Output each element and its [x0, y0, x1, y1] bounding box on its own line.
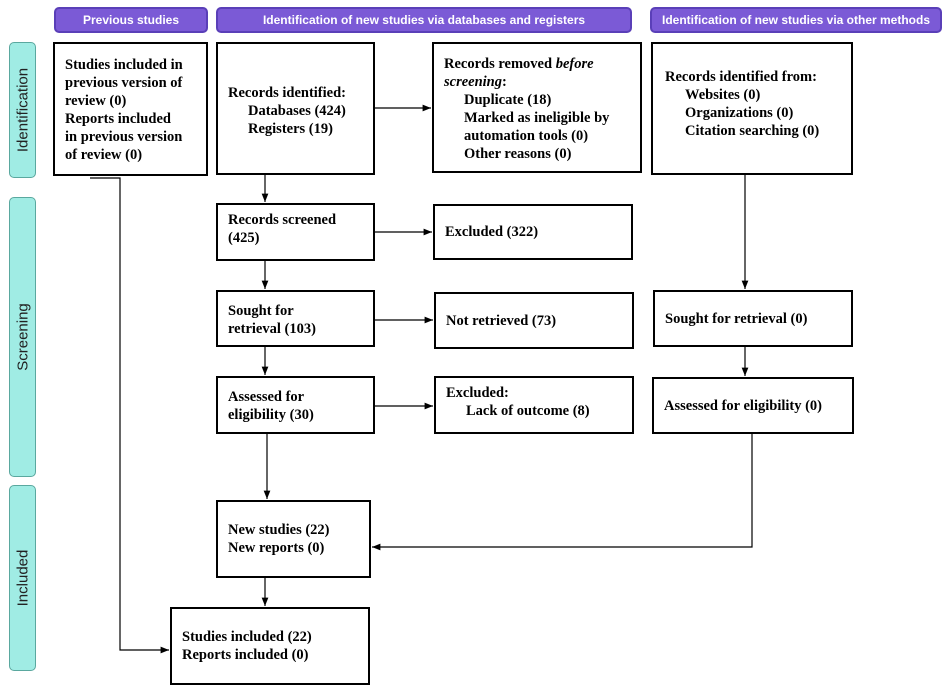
phase-identification: Identification	[9, 42, 36, 178]
box-sought-retrieval-other: Sought for retrieval (0)	[653, 290, 853, 347]
box-excluded-reasons: Excluded: Lack of outcome (8)	[434, 376, 634, 434]
records-removed-title-text: Records removed	[444, 56, 553, 72]
excluded-text: Excluded (322)	[445, 224, 539, 240]
assessed-line-2: eligibility (30)	[228, 407, 314, 423]
sought-line-2: retrieval (103)	[228, 321, 316, 337]
records-removed-title: Records removed before screening:	[444, 55, 630, 91]
phase-screening: Screening	[9, 197, 36, 477]
records-removed-duplicate: Duplicate (18)	[464, 92, 552, 108]
box-records-identified: Records identified: Databases (424) Regi…	[216, 42, 375, 175]
box-records-screened: Records screened (425)	[216, 203, 375, 261]
sought-other-text: Sought for retrieval (0)	[665, 310, 808, 327]
excluded-reason-title: Excluded:	[446, 385, 509, 401]
arrow-assessed-other-to-new	[372, 434, 753, 551]
other-identified-citation: Citation searching (0)	[685, 123, 820, 139]
records-identified-registers: Registers (19)	[248, 121, 333, 137]
assessed-other-text: Assessed for eligibility (0)	[664, 397, 823, 414]
previous-line-6: of review (0)	[65, 147, 143, 163]
records-identified-databases: Databases (424)	[248, 103, 346, 119]
box-total-included: Studies included (22) Reports included (…	[170, 607, 370, 685]
previous-line-4: Reports included	[65, 111, 171, 127]
box-sought-retrieval: Sought for retrieval (103)	[216, 290, 375, 347]
records-removed-marked-2: automation tools (0)	[464, 128, 589, 144]
sought-line-1: Sought for	[228, 303, 294, 319]
box-other-identified: Records identified from: Websites (0) Or…	[651, 42, 853, 175]
other-identified-organizations: Organizations (0)	[685, 105, 794, 121]
header-databases-registers: Identification of new studies via databa…	[216, 7, 632, 33]
box-excluded: Excluded (322)	[433, 204, 633, 260]
not-retrieved-text: Not retrieved (73)	[446, 312, 557, 329]
new-studies-line-2: New reports (0)	[228, 540, 325, 556]
previous-line-1: Studies included in	[65, 57, 183, 73]
assessed-line-1: Assessed for	[228, 389, 305, 405]
box-assessed-eligibility-other: Assessed for eligibility (0)	[652, 377, 854, 434]
new-studies-line-1: New studies (22)	[228, 522, 330, 538]
total-line-1: Studies included (22)	[182, 629, 312, 645]
records-screened-line-2: (425)	[228, 230, 260, 246]
records-removed-marked-1: Marked as ineligible by	[464, 110, 610, 126]
records-removed-colon: :	[502, 74, 507, 90]
phase-screening-label: Screening	[14, 303, 31, 371]
previous-line-3: review (0)	[65, 93, 127, 109]
box-not-retrieved: Not retrieved (73)	[434, 292, 634, 349]
box-previous-studies: Studies included in previous version of …	[53, 42, 208, 176]
total-line-2: Reports included (0)	[182, 647, 309, 663]
phase-included: Included	[9, 485, 36, 671]
header-previous-studies: Previous studies	[54, 7, 208, 33]
previous-line-5: in previous version	[65, 129, 183, 145]
arrow-previous-to-total	[90, 177, 169, 654]
box-new-studies: New studies (22) New reports (0)	[216, 500, 371, 578]
excluded-reason-text: Lack of outcome (8)	[466, 403, 590, 419]
box-assessed-eligibility: Assessed for eligibility (30)	[216, 376, 375, 434]
phase-identification-label: Identification	[14, 67, 31, 153]
records-screened-line-1: Records screened	[228, 212, 337, 228]
previous-line-2: previous version of	[65, 75, 183, 91]
header-other-methods: Identification of new studies via other …	[650, 7, 942, 33]
box-records-removed: Records removed before screening: Duplic…	[432, 42, 642, 173]
records-removed-title-italic: before screening	[444, 56, 594, 90]
phase-included-label: Included	[14, 549, 31, 607]
other-identified-title: Records identified from:	[665, 69, 817, 85]
records-identified-title: Records identified:	[228, 85, 346, 101]
other-identified-websites: Websites (0)	[685, 87, 761, 103]
records-removed-other: Other reasons (0)	[464, 146, 572, 162]
